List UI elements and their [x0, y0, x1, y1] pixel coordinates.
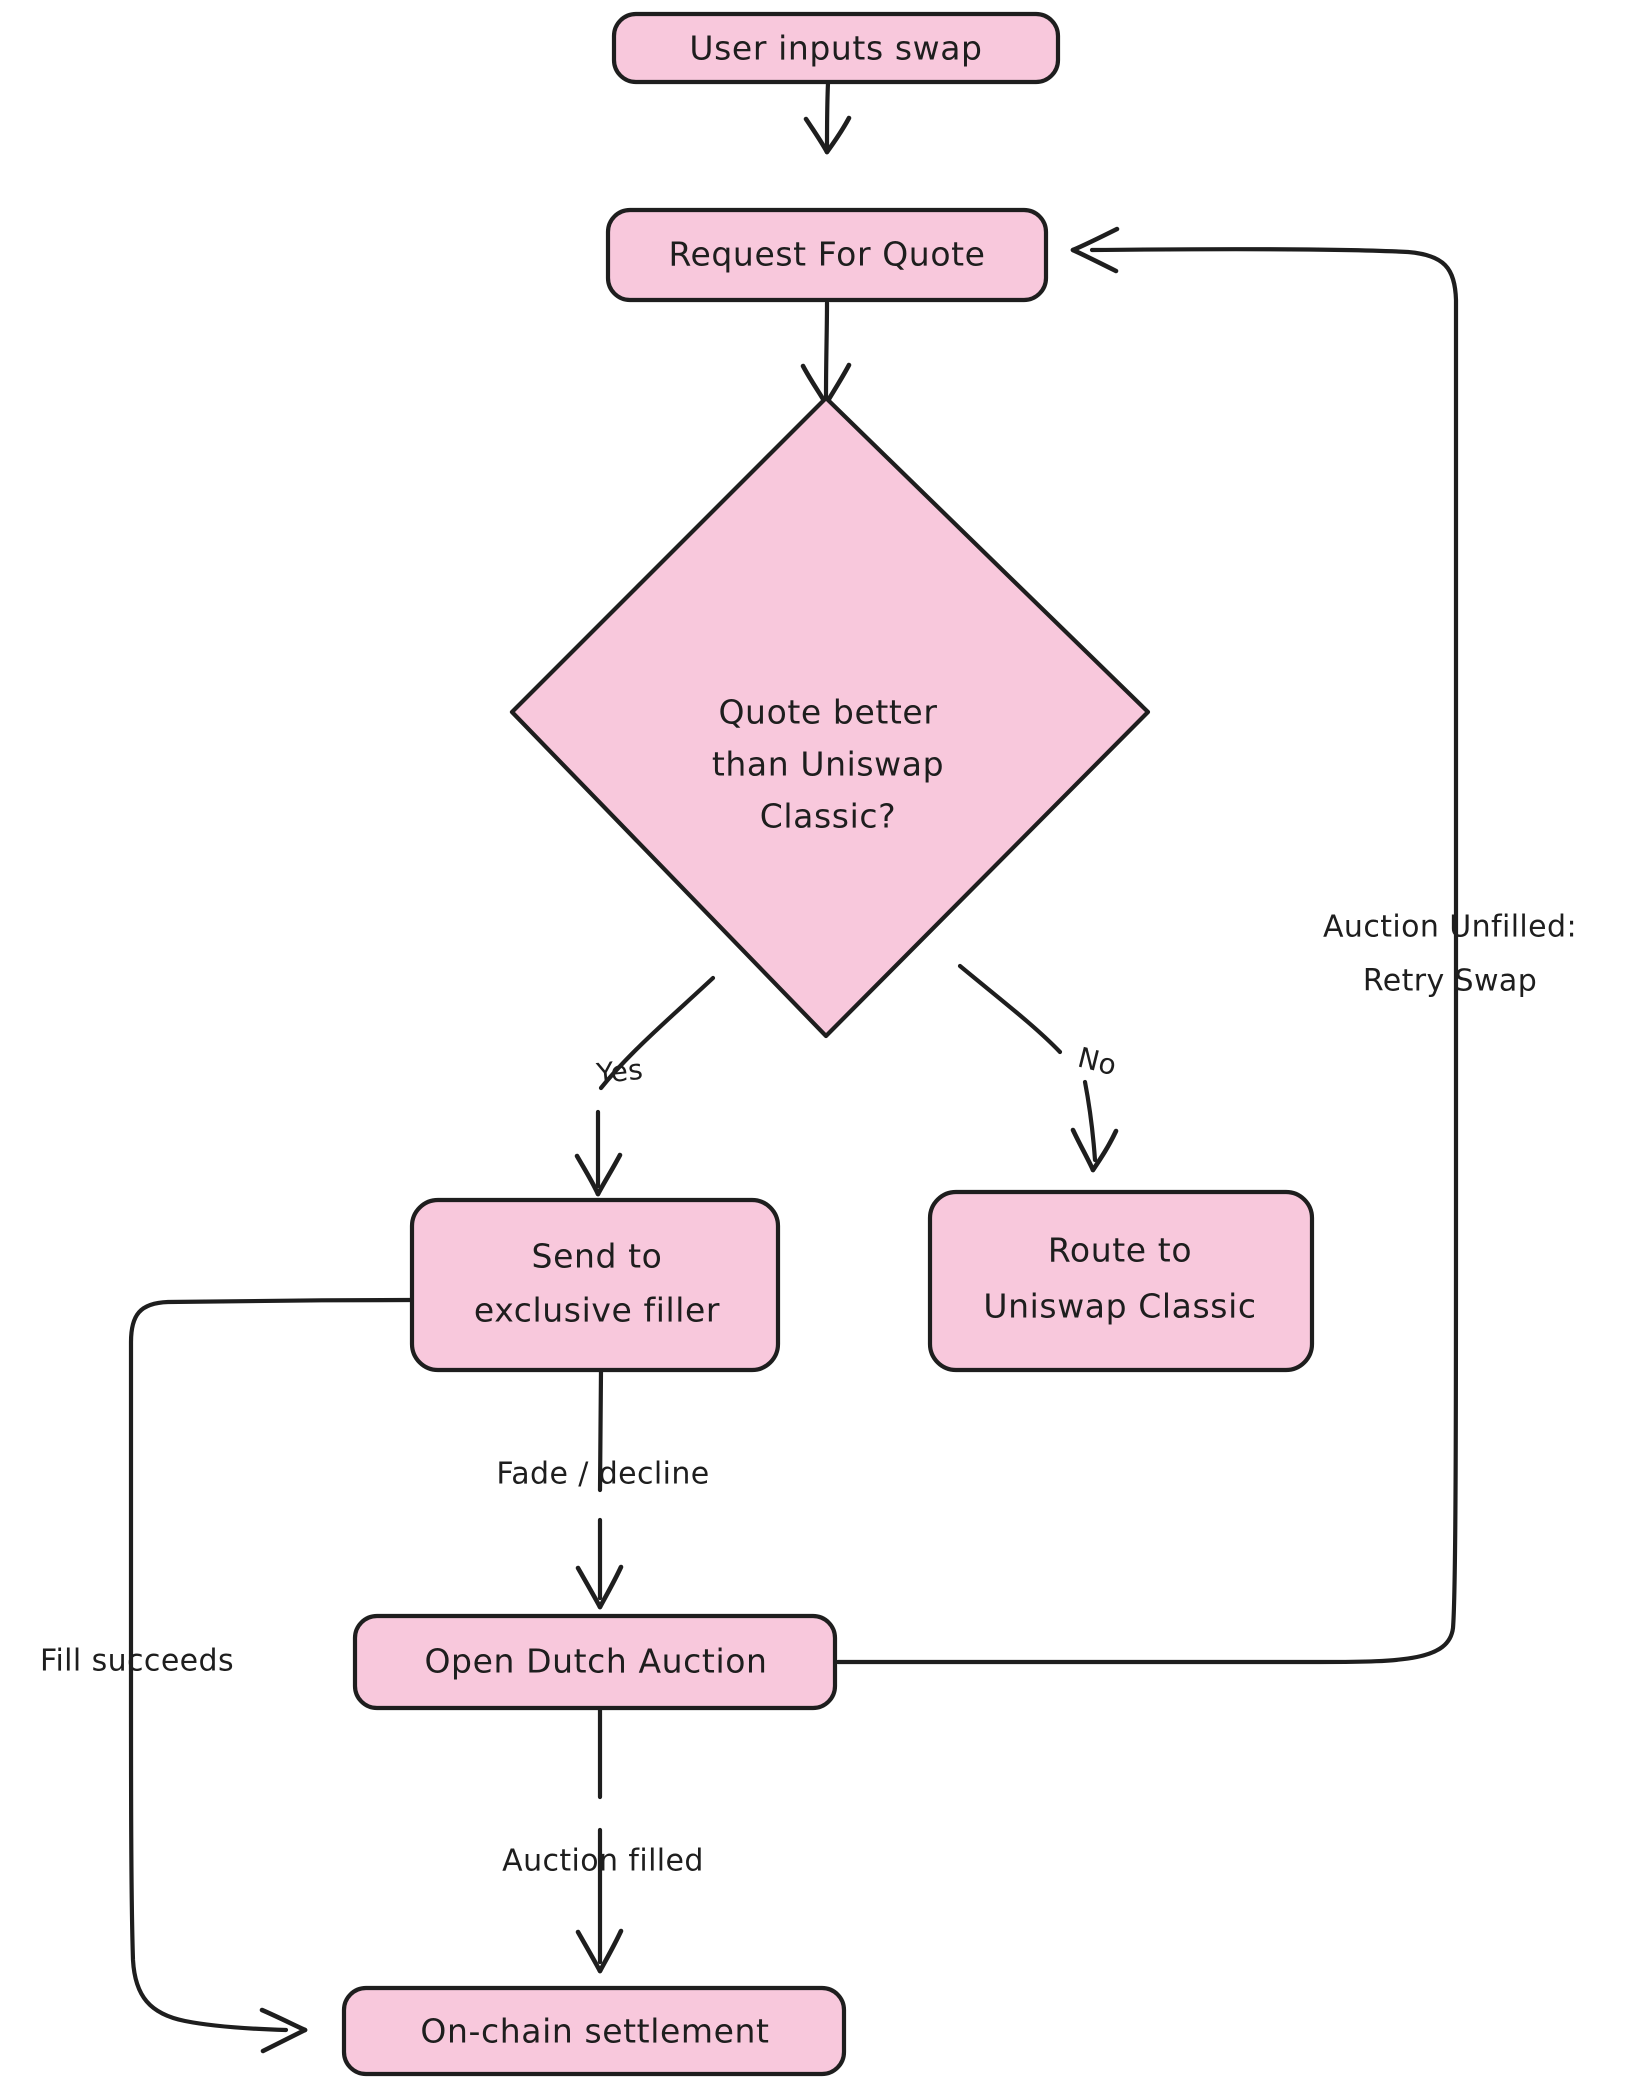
node-route-to-uniswap-classic-label-line1: Route to	[1048, 1231, 1192, 1270]
edge-dutch-auction-to-settlement	[575, 1706, 624, 1974]
edge-decision-to-uniswap-classic	[957, 963, 1119, 1173]
node-route-to-uniswap-classic-label-line2: Uniswap Classic	[983, 1287, 1256, 1326]
node-route-to-uniswap-classic[interactable]: Route to Uniswap Classic	[927, 1189, 1315, 1373]
node-quote-better-decision-label-line1: Quote better	[718, 693, 937, 732]
node-user-inputs-swap-label: User inputs swap	[689, 29, 982, 68]
node-user-inputs-swap[interactable]: User inputs swap	[611, 11, 1061, 85]
node-open-dutch-auction-shape	[352, 1613, 838, 1711]
edge-label-yes: Yes	[594, 1053, 645, 1091]
edge-exclusive-filler-to-dutch-auction	[575, 1367, 624, 1610]
edge-label-auction-unfilled-line2: Retry Swap	[1363, 964, 1537, 999]
node-send-to-exclusive-filler-label-line2: exclusive filler	[474, 1291, 720, 1330]
node-route-to-uniswap-classic-shape	[927, 1189, 1315, 1373]
node-send-to-exclusive-filler-shape	[409, 1197, 781, 1373]
node-on-chain-settlement[interactable]: On-chain settlement	[341, 1985, 847, 2077]
node-send-to-exclusive-filler-label-line1: Send to	[532, 1237, 663, 1276]
edge-label-auction-unfilled-line1: Auction Unfilled:	[1323, 910, 1577, 945]
node-quote-better-decision-label-line2: than Uniswap	[712, 745, 944, 784]
edge-label-auction-filled: Auction filled	[502, 1844, 704, 1879]
node-open-dutch-auction[interactable]: Open Dutch Auction	[352, 1613, 838, 1711]
node-quote-better-decision-shape	[509, 395, 1151, 1039]
edge-user-inputs-to-rfq	[803, 80, 852, 155]
node-user-inputs-swap-shape	[611, 11, 1061, 85]
edge-decision-to-exclusive-filler	[574, 975, 716, 1197]
edge-label-fill-succeeds: Fill succeeds	[40, 1644, 234, 1679]
edge-label-no: No	[1075, 1041, 1121, 1082]
node-request-for-quote-shape	[605, 207, 1049, 303]
node-request-for-quote[interactable]: Request For Quote	[605, 207, 1049, 303]
edge-dutch-auction-to-rfq-loop	[835, 226, 1459, 1665]
edge-exclusive-filler-to-settlement-loop	[128, 1297, 413, 2054]
node-open-dutch-auction-label: Open Dutch Auction	[424, 1642, 767, 1681]
node-request-for-quote-label: Request For Quote	[668, 235, 985, 274]
node-send-to-exclusive-filler[interactable]: Send to exclusive filler	[409, 1197, 781, 1373]
edge-rfq-to-decision	[800, 300, 852, 407]
node-on-chain-settlement-label: On-chain settlement	[420, 2012, 769, 2051]
node-quote-better-decision-label-line3: Classic?	[760, 797, 896, 836]
node-on-chain-settlement-shape	[341, 1985, 847, 2077]
edge-label-fade-decline: Fade / decline	[496, 1457, 709, 1492]
node-quote-better-decision[interactable]: Quote better than Uniswap Classic?	[509, 395, 1151, 1039]
